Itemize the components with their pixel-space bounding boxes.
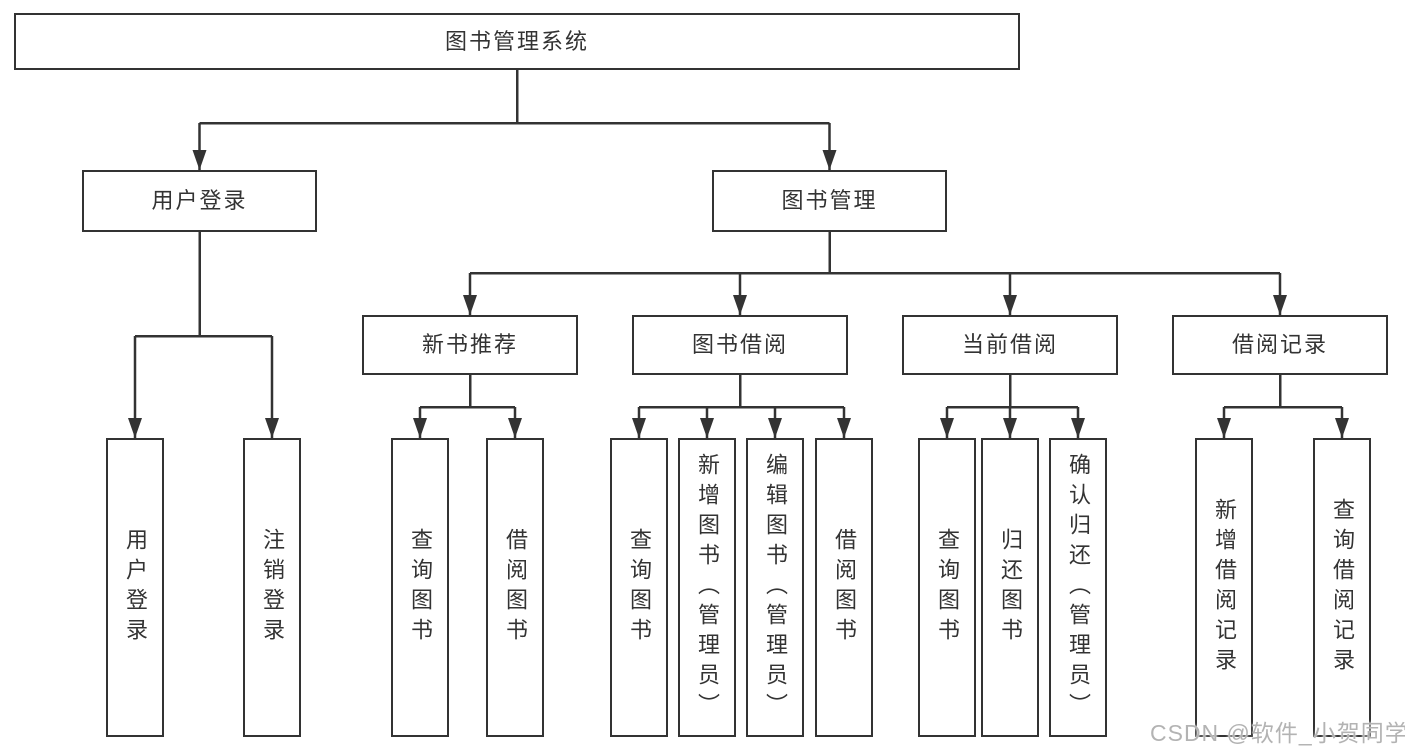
leaf-confirm-return-admin: 确认归还（管理员） [1049,438,1107,737]
leaf-label: 查询图书 [408,527,433,648]
node-label: 图书借阅 [691,332,788,357]
node-label: 用户登录 [151,188,248,213]
node-label: 借阅记录 [1231,332,1328,357]
leaf-borrow-borrow-books: 借阅图书 [815,438,873,737]
csdn-watermark: CSDN @软件_小贺同学 [1150,720,1405,746]
node-label: 图书管理 [781,188,878,213]
leaf-user-login: 用户登录 [106,438,164,737]
leaf-label: 用户登录 [123,527,148,648]
leaf-label: 借阅图书 [832,527,857,648]
node-book-borrow: 图书借阅 [632,315,848,375]
leaf-add-borrow-record: 新增借阅记录 [1195,438,1253,737]
node-label: 新书推荐 [421,332,518,357]
leaf-borrow-query-books: 查询图书 [610,438,668,737]
leaf-logout: 注销登录 [243,438,301,737]
leaf-current-query-books: 查询图书 [918,438,976,737]
node-label: 当前借阅 [961,332,1058,357]
leaf-label: 查询图书 [627,527,652,648]
leaf-query-borrow-record: 查询借阅记录 [1313,438,1371,737]
node-borrow-records: 借阅记录 [1172,315,1388,375]
leaf-label: 确认归还（管理员） [1066,452,1091,723]
node-user-login: 用户登录 [82,170,317,232]
node-label: 图书管理系统 [444,28,589,54]
leaf-recommend-borrow-books: 借阅图书 [486,438,544,737]
node-new-book-recommend: 新书推荐 [362,315,578,375]
leaf-label: 归还图书 [998,527,1023,648]
node-library-management-system: 图书管理系统 [14,13,1020,70]
leaf-edit-book-admin: 编辑图书（管理员） [746,438,804,737]
leaf-label: 注销登录 [260,527,285,648]
tree-branch-lines [135,70,1342,409]
leaf-return-books: 归还图书 [981,438,1039,737]
leaf-label: 新增借阅记录 [1212,497,1237,678]
leaf-label: 查询借阅记录 [1330,497,1355,678]
leaf-label: 新增图书（管理员） [695,452,720,723]
leaf-label: 借阅图书 [503,527,528,648]
leaf-add-book-admin: 新增图书（管理员） [678,438,736,737]
leaf-label: 编辑图书（管理员） [763,452,788,723]
node-book-management: 图书管理 [712,170,947,232]
node-current-borrow: 当前借阅 [902,315,1118,375]
leaf-label: 查询图书 [935,527,960,648]
leaf-recommend-query-books: 查询图书 [391,438,449,737]
